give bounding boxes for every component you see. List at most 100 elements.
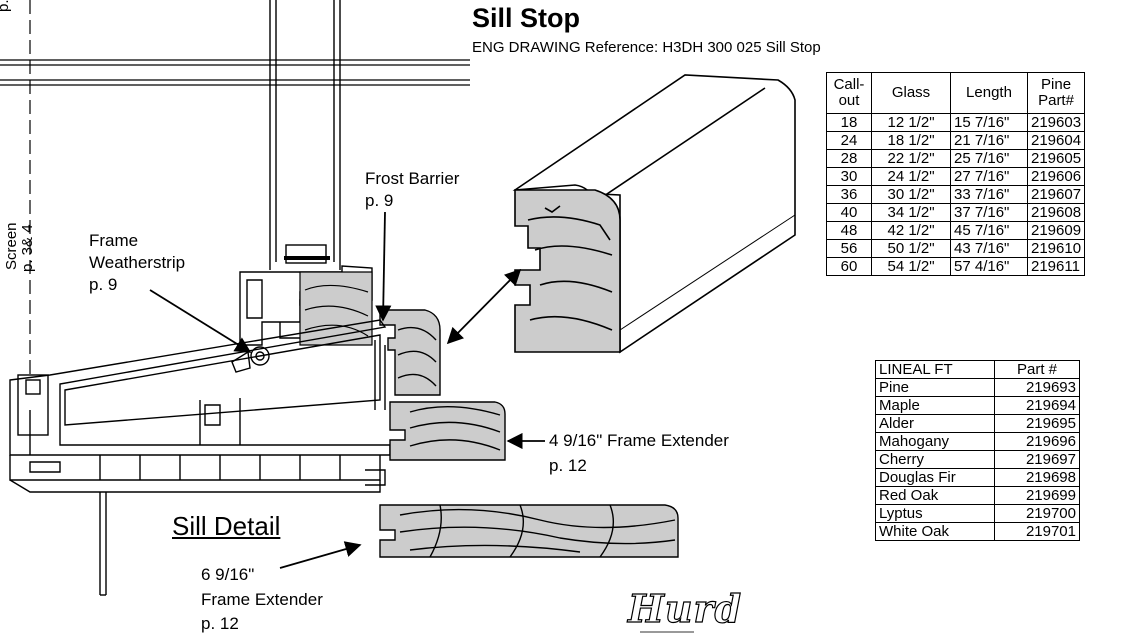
cell: 219608 <box>1026 203 1086 222</box>
cell: 12 1/2" <box>871 113 951 132</box>
frame-extender-6-label-2: Frame Extender <box>201 590 323 609</box>
cell: 21 7/16" <box>950 131 1028 150</box>
cell: 37 7/16" <box>950 203 1028 222</box>
cell: Red Oak <box>875 486 995 505</box>
callout-arrows <box>149 211 545 569</box>
cell: Douglas Fir <box>875 468 995 487</box>
sill-extrusion <box>9 319 391 596</box>
cell: 219700 <box>994 504 1080 523</box>
frame-weatherstrip-label-1: Frame <box>89 231 139 250</box>
cell: 27 7/16" <box>950 167 1028 186</box>
cell: 22 1/2" <box>871 149 951 168</box>
cell: 219610 <box>1026 239 1086 258</box>
screen-label-page: p. 3& 4 <box>19 224 36 272</box>
frame-weatherstrip-label-2: Weatherstrip <box>89 253 186 272</box>
cell: 42 1/2" <box>871 221 951 240</box>
cell: 43 7/16" <box>950 239 1028 258</box>
col-part-number: Part # <box>994 360 1080 379</box>
page-title: Sill Stop <box>472 3 580 33</box>
frame-extender-4-label: 4 9/16" Frame Extender <box>549 431 729 450</box>
glass-panel <box>269 0 341 270</box>
cell: 28 <box>826 149 872 168</box>
sill-detail-heading: Sill Detail <box>172 511 281 541</box>
screen-label-top: p. <box>0 0 12 12</box>
cell: 219701 <box>994 522 1080 541</box>
cell: Pine <box>875 378 995 397</box>
screen-line <box>0 0 470 380</box>
hurd-logo: Hurd <box>627 585 743 631</box>
frame-extender-6-label-1: 6 9/16" <box>201 565 255 584</box>
cell: 219609 <box>1026 221 1086 240</box>
cell: 48 <box>826 221 872 240</box>
cell: 219697 <box>994 450 1080 469</box>
logo-underline <box>640 631 694 633</box>
cell: 219607 <box>1026 185 1086 204</box>
frame-extender-6-page: p. 12 <box>201 614 239 633</box>
col-pine-part: Pine Part# <box>1026 72 1086 114</box>
lineal-table-header: LINEAL FT Part # <box>875 360 1080 379</box>
cell: 219605 <box>1026 149 1086 168</box>
cell: 219611 <box>1026 257 1086 276</box>
col-callout: Call-out <box>826 72 872 114</box>
cell: 219604 <box>1026 131 1086 150</box>
cell: 219699 <box>994 486 1080 505</box>
cell: 30 <box>826 167 872 186</box>
cell: 57 4/16" <box>950 257 1028 276</box>
sash-wood <box>299 271 373 346</box>
cell: Lyptus <box>875 504 995 523</box>
drawing-reference: ENG DRAWING Reference: H3DH 300 025 Sill… <box>472 39 821 56</box>
cell: 60 <box>826 257 872 276</box>
cell: Maple <box>875 396 995 415</box>
cell: Cherry <box>875 450 995 469</box>
cell: 219693 <box>994 378 1080 397</box>
sill-stop-mounted <box>379 309 441 396</box>
cell: 219696 <box>994 432 1080 451</box>
cell: 219694 <box>994 396 1080 415</box>
cell: 24 <box>826 131 872 150</box>
cell: 24 1/2" <box>871 167 951 186</box>
cell: Alder <box>875 414 995 433</box>
frame-extender-6 <box>379 504 679 558</box>
cell: 54 1/2" <box>871 257 951 276</box>
col-lineal-ft: LINEAL FT <box>875 360 995 379</box>
frame-extender-4-mounted <box>389 401 506 461</box>
cell: 30 1/2" <box>871 185 951 204</box>
cell: 25 7/16" <box>950 149 1028 168</box>
cell: 219698 <box>994 468 1080 487</box>
cell: 50 1/2" <box>871 239 951 258</box>
cell: 45 7/16" <box>950 221 1028 240</box>
frost-barrier-label: Frost Barrier <box>365 169 460 188</box>
col-length: Length <box>950 72 1028 114</box>
cell: 18 1/2" <box>871 131 951 150</box>
cell: 15 7/16" <box>950 113 1028 132</box>
frost-barrier-page: p. 9 <box>365 191 394 210</box>
cell: 219606 <box>1026 167 1086 186</box>
callout-table-header: Call-out Glass Length Pine Part# <box>826 72 1086 114</box>
cell: 219695 <box>994 414 1080 433</box>
cell: 36 <box>826 185 872 204</box>
cell: 34 1/2" <box>871 203 951 222</box>
cell: 40 <box>826 203 872 222</box>
cell: 219603 <box>1026 113 1086 132</box>
cell: 18 <box>826 113 872 132</box>
sill-stop-3d <box>512 74 796 354</box>
cell: 33 7/16" <box>950 185 1028 204</box>
